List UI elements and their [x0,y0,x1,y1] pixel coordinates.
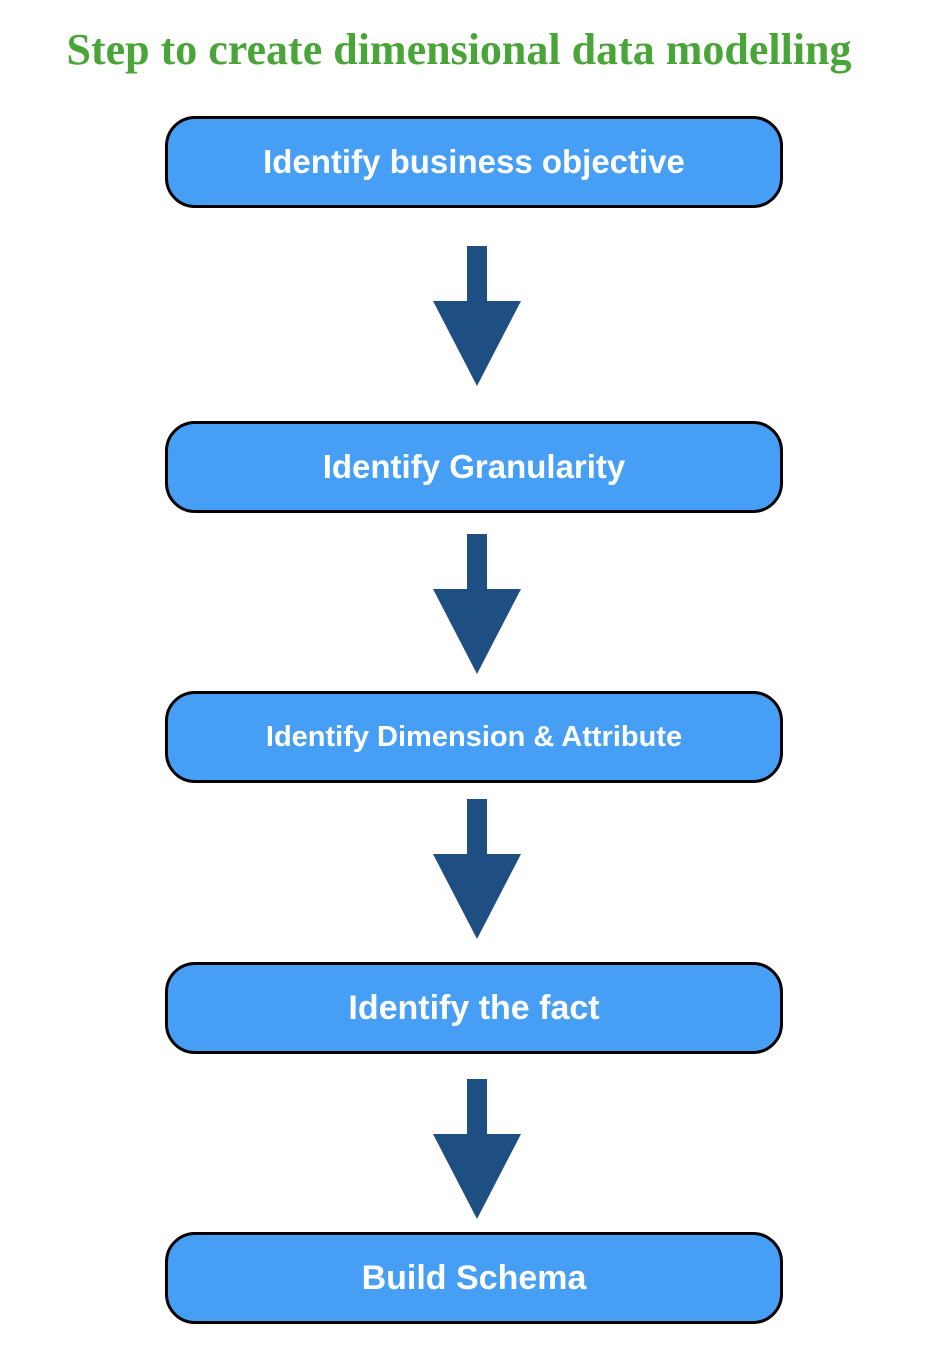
arrow-down-icon [433,1079,521,1219]
step-identify-business-objective: Identify business objective [165,116,783,208]
step-identify-granularity: Identify Granularity [165,421,783,513]
diagram-title: Step to create dimensional data modellin… [66,25,852,74]
arrow-down-icon [433,246,521,386]
step-identify-dimension-attribute: Identify Dimension & Attribute [165,691,783,783]
arrow-down-icon [433,799,521,939]
step-build-schema: Build Schema [165,1232,783,1324]
arrow-down-icon [433,534,521,674]
step-identify-the-fact: Identify the fact [165,962,783,1054]
